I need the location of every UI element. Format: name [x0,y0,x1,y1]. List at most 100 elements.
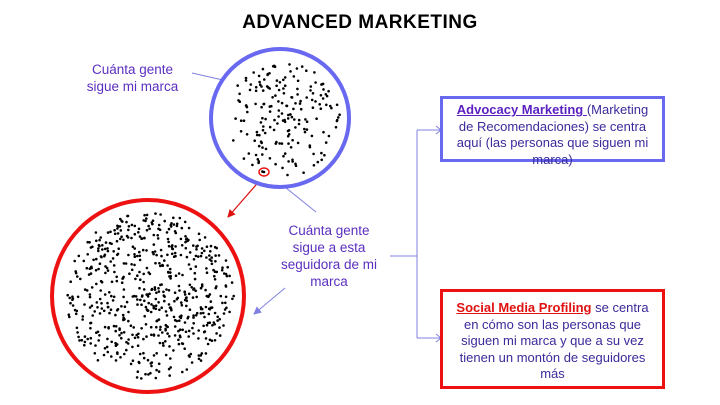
scatter-dot [195,311,199,315]
scatter-dot [166,270,170,274]
scatter-dot [143,213,146,217]
scatter-dot [141,248,145,252]
follower-followers-label-line: sigue a esta [292,240,366,255]
scatter-dot [127,310,130,314]
scatter-dot [143,314,146,318]
scatter-dot [169,277,172,280]
scatter-dot [153,288,157,291]
scatter-dot [136,344,140,348]
scatter-dot [192,314,195,317]
scatter-dot [106,247,109,250]
scatter-dot [335,119,339,123]
scatter-dot [127,338,130,341]
scatter-dot [324,93,328,96]
scatter-dot [205,245,209,248]
brand-followers-dots [232,63,341,177]
scatter-dot [197,329,200,332]
scatter-dot [145,213,149,217]
scatter-dot [165,288,168,291]
scatter-dot [299,99,302,103]
scatter-dot [116,227,119,230]
scatter-dot [98,334,101,337]
scatter-dot [152,304,155,308]
scatter-dot [197,357,201,361]
scatter-dot [192,287,196,290]
scatter-dot [106,350,110,354]
scatter-dot [224,284,228,287]
scatter-dot [157,318,161,321]
scatter-dot [158,341,162,345]
scatter-dot [132,326,135,329]
scatter-dot [159,248,163,252]
scatter-dot [242,119,246,122]
scatter-dot [83,335,87,338]
scatter-dot [134,277,137,281]
scatter-dot [188,283,192,287]
scatter-dot [74,312,78,316]
scatter-dot [119,237,122,241]
scatter-dot [225,274,229,278]
scatter-dot [187,263,191,266]
scatter-dot [127,225,131,228]
scatter-dot [140,377,143,380]
scatter-dot [261,67,265,71]
scatter-dot [115,279,119,283]
scatter-dot [175,224,179,228]
scatter-dot [147,373,150,376]
scatter-dot [177,272,181,275]
scatter-dot [287,142,290,145]
scatter-dot [226,265,229,269]
scatter-dot [159,325,162,329]
page-title: ADVANCED MARKETING [242,12,478,33]
scatter-dot [288,113,292,116]
scatter-dot [119,229,123,232]
scatter-dot [200,285,204,288]
scatter-dot [142,288,146,291]
scatter-dot [94,268,98,272]
scatter-dot [220,268,224,272]
scatter-dot [277,88,281,92]
scatter-dot [244,79,248,82]
scatter-dot [145,228,149,232]
scatter-dot [187,335,190,338]
scatter-dot [133,336,137,340]
scatter-dot [215,285,218,288]
scatter-dot [216,315,219,319]
scatter-dot [263,78,266,81]
scatter-dot [213,311,217,315]
scatter-dot [110,340,113,344]
scatter-dot [261,153,264,156]
scatter-dot [194,314,198,317]
scatter-dot [254,89,258,93]
scatter-dot [191,296,195,299]
scatter-dot [106,337,109,341]
bracket-connector [390,129,440,339]
scatter-dot [76,275,79,278]
scatter-dot [193,277,197,281]
advocacy-text: (Marketing de Recomendaciones) se centra… [456,102,649,167]
scatter-dot [119,356,122,359]
scatter-dot [103,253,107,257]
scatter-dot [169,225,173,228]
scatter-dot [139,298,142,302]
scatter-dot [155,368,158,372]
scatter-dot [150,288,153,292]
scatter-dot [137,231,140,234]
scatter-dot [66,293,69,297]
scatter-dot [170,245,174,248]
scatter-dot [329,104,332,108]
scatter-dot [122,295,125,299]
scatter-dot [126,236,130,239]
scatter-dot [217,254,221,257]
scatter-dot [148,292,151,296]
scatter-dot [213,278,217,281]
scatter-dot [188,355,191,358]
scatter-dot [138,352,142,356]
scatter-dot [204,305,208,309]
scatter-dot [203,236,207,239]
scatter-dot [298,102,302,105]
scatter-dot [99,289,102,292]
scatter-dot [96,306,99,309]
scatter-dot [136,336,140,339]
scatter-dot [309,89,312,92]
